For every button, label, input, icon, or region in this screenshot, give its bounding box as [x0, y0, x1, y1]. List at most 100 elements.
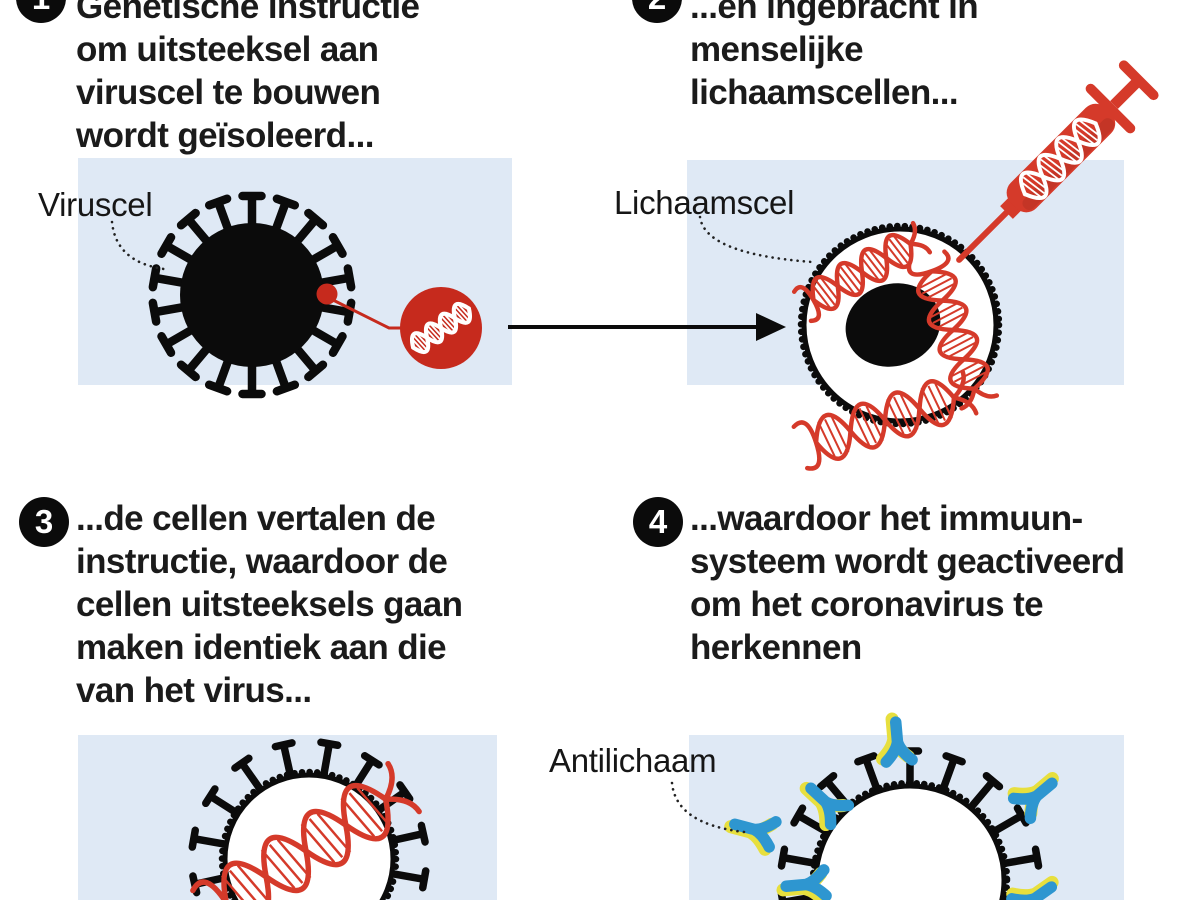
dna-rung [840, 266, 860, 292]
heading-line: om uitsteeksel aan [76, 30, 379, 69]
virus-spike [271, 356, 290, 390]
dna-rung [932, 306, 963, 324]
virus-spike [164, 325, 196, 348]
heading-line: ...en ingebracht in [690, 0, 979, 26]
dna-rung [864, 252, 884, 278]
virus-spike [308, 325, 340, 348]
virus-spike-cap [317, 738, 342, 750]
dna-rung [228, 869, 264, 900]
dna-rung [824, 419, 843, 455]
virus-spike-cap [343, 264, 356, 292]
antibody-icon [776, 864, 832, 900]
mrna-dot [316, 283, 338, 305]
virus-spike [316, 302, 351, 316]
virus-spike-cap [360, 752, 383, 769]
virus-spike [308, 242, 340, 265]
dna-rung [953, 365, 985, 383]
dna-strand [1022, 117, 1098, 200]
virus-spike-cap [204, 380, 232, 396]
mrna-circle-icon [316, 283, 482, 369]
dna-rung [1075, 123, 1098, 142]
dna-rung [921, 277, 953, 295]
body-cell-icon [791, 220, 1003, 471]
virus-spike [989, 813, 1023, 836]
dna-strand [221, 782, 422, 900]
virus-spike-cap [328, 332, 347, 357]
antibody-icon [875, 712, 918, 768]
dna-rung [427, 325, 441, 341]
dna-rung [930, 300, 961, 319]
antibody-body [780, 864, 832, 900]
dna-rung [356, 787, 392, 827]
dna-strand [808, 232, 933, 324]
dna-rung [268, 844, 304, 884]
dna-rung [817, 421, 836, 457]
arrow-head [756, 313, 786, 341]
dna-rung [927, 385, 946, 421]
virus-spike [292, 344, 318, 373]
virus-body [180, 223, 324, 367]
dna-rung [888, 238, 909, 264]
step-number-badge: 3 [19, 497, 69, 547]
virus-spike [186, 344, 212, 373]
virus-spike-cap [188, 826, 200, 851]
panel1-heading: Genetische instructie om uitsteeksel aan… [76, 0, 420, 157]
heading-line: wordt geïsoleerd... [76, 116, 374, 155]
heading-line: systeem wordt geactiveerd [690, 542, 1125, 581]
syringe-needle [956, 205, 1014, 263]
virus-spike [153, 302, 188, 316]
dna-rung [316, 812, 352, 853]
dna-rung [260, 849, 296, 890]
virus-spike [164, 242, 196, 265]
dna-rung [851, 410, 871, 446]
virus-spike-cap [176, 208, 200, 230]
virus-spike [389, 830, 425, 845]
syringe-icon [956, 60, 1159, 263]
heading-line: viruscel te bouwen [76, 73, 381, 112]
virus-spike [1000, 854, 1038, 868]
virus-spike-cap [982, 771, 1004, 791]
dna-rung [1022, 176, 1045, 195]
dna-rung [899, 394, 919, 430]
viruscel-leader [110, 220, 166, 271]
virus-spike-cap [148, 298, 161, 326]
cell-scallop-edge [218, 768, 400, 900]
virus-spike-cap [204, 194, 232, 210]
heading-line: herkennen [690, 628, 862, 667]
virus-spike-cap [328, 233, 347, 258]
step-number: 4 [648, 503, 668, 540]
dna-rung [413, 335, 427, 350]
virus-spike-cap [157, 233, 176, 258]
dna-rung [236, 864, 272, 900]
heading-line: cellen uitsteeksels gaan [76, 585, 463, 624]
dna-strand [805, 379, 979, 471]
antibody-body [880, 716, 918, 768]
dna-rung [1040, 158, 1063, 177]
dna-helix-icon [791, 369, 979, 471]
dna-rung [920, 387, 940, 424]
virus-spike-cap [777, 890, 787, 900]
spiked-cell-icon [188, 738, 430, 900]
virus-spike-cap [854, 752, 878, 766]
virus-spike [239, 761, 264, 793]
lichaamscel-leader [698, 215, 814, 264]
virus-spike-cap [148, 264, 161, 292]
step-number: 1 [32, 0, 50, 17]
antibody-icon [799, 781, 855, 832]
dna-helix-icon [409, 301, 473, 355]
dna-rung [815, 280, 836, 306]
dna-rung [893, 396, 912, 433]
dna-helix-icon [190, 760, 422, 900]
heading-line: lichaamscellen... [690, 73, 959, 112]
dna-rung [943, 336, 974, 354]
virus-spike-cap [777, 845, 789, 870]
dna-rung [934, 312, 965, 330]
dotted-leader-lines [110, 215, 814, 834]
virus-spike-cap [176, 360, 200, 382]
virus-spike-cap [272, 380, 300, 396]
virus-spike-cap [202, 785, 219, 808]
dna-rung [348, 792, 384, 833]
virus-spike [782, 854, 820, 868]
